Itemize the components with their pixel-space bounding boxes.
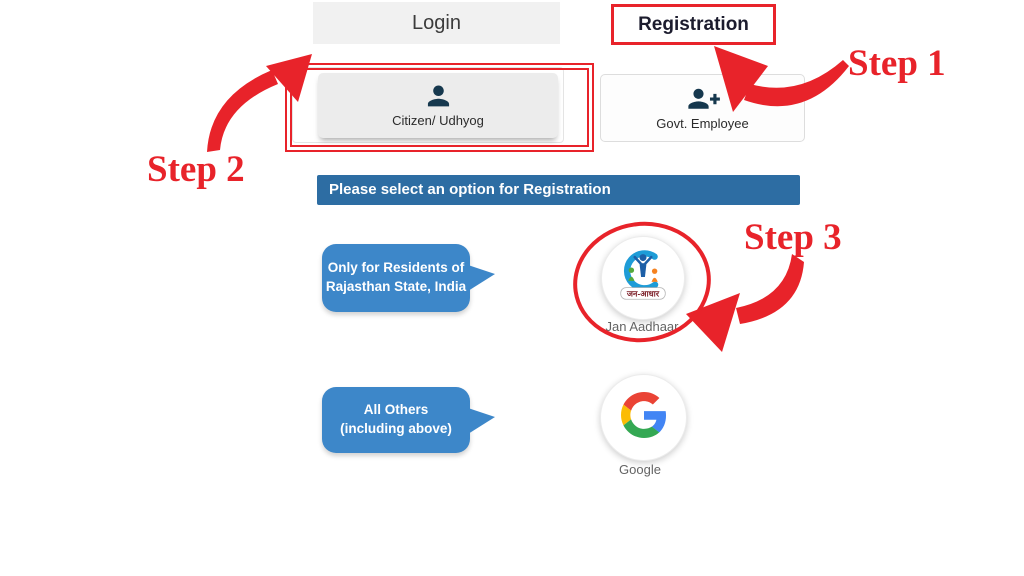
user-icon: [425, 83, 452, 110]
hint-bubble-google-line2: (including above): [340, 421, 452, 436]
jan-aadhaar-button[interactable]: जन-आधार: [601, 236, 685, 320]
user-plus-icon: [686, 86, 720, 113]
citizen-udhyog-label: Citizen/ Udhyog: [392, 113, 484, 128]
step1-label: Step 1: [848, 43, 946, 84]
google-button[interactable]: [600, 374, 687, 461]
govt-employee-button[interactable]: Govt. Employee: [600, 74, 805, 142]
tab-registration[interactable]: Registration: [611, 4, 776, 45]
hint-bubble-jan-line2: Rajasthan State, India: [325, 279, 467, 294]
hint-bubble-jan-line1: Only for Residents of: [327, 260, 465, 276]
hint-bubble-jan-aadhaar: Only for Residents of Rajasthan State, I…: [322, 244, 495, 312]
hint-bubble-google-line1: All Others: [363, 402, 429, 418]
step3-arrow: [686, 254, 804, 352]
govt-employee-label: Govt. Employee: [656, 115, 749, 131]
step3-label: Step 3: [744, 217, 842, 258]
jan-aadhaar-logo-icon: जन-आधार: [612, 245, 674, 312]
hint-bubble-google: All Others (including above): [322, 387, 495, 453]
citizen-udhyog-button[interactable]: Citizen/ Udhyog: [318, 73, 558, 138]
google-logo-icon: [620, 392, 667, 443]
jan-aadhaar-label: Jan Aadhaar: [605, 319, 679, 334]
panel-header: Please select an option for Registration: [317, 175, 800, 205]
tab-login[interactable]: Login: [313, 2, 560, 44]
google-label: Google: [619, 462, 661, 477]
jan-aadhaar-logo-text: जन-आधार: [626, 289, 660, 298]
step2-label: Step 2: [147, 149, 245, 190]
